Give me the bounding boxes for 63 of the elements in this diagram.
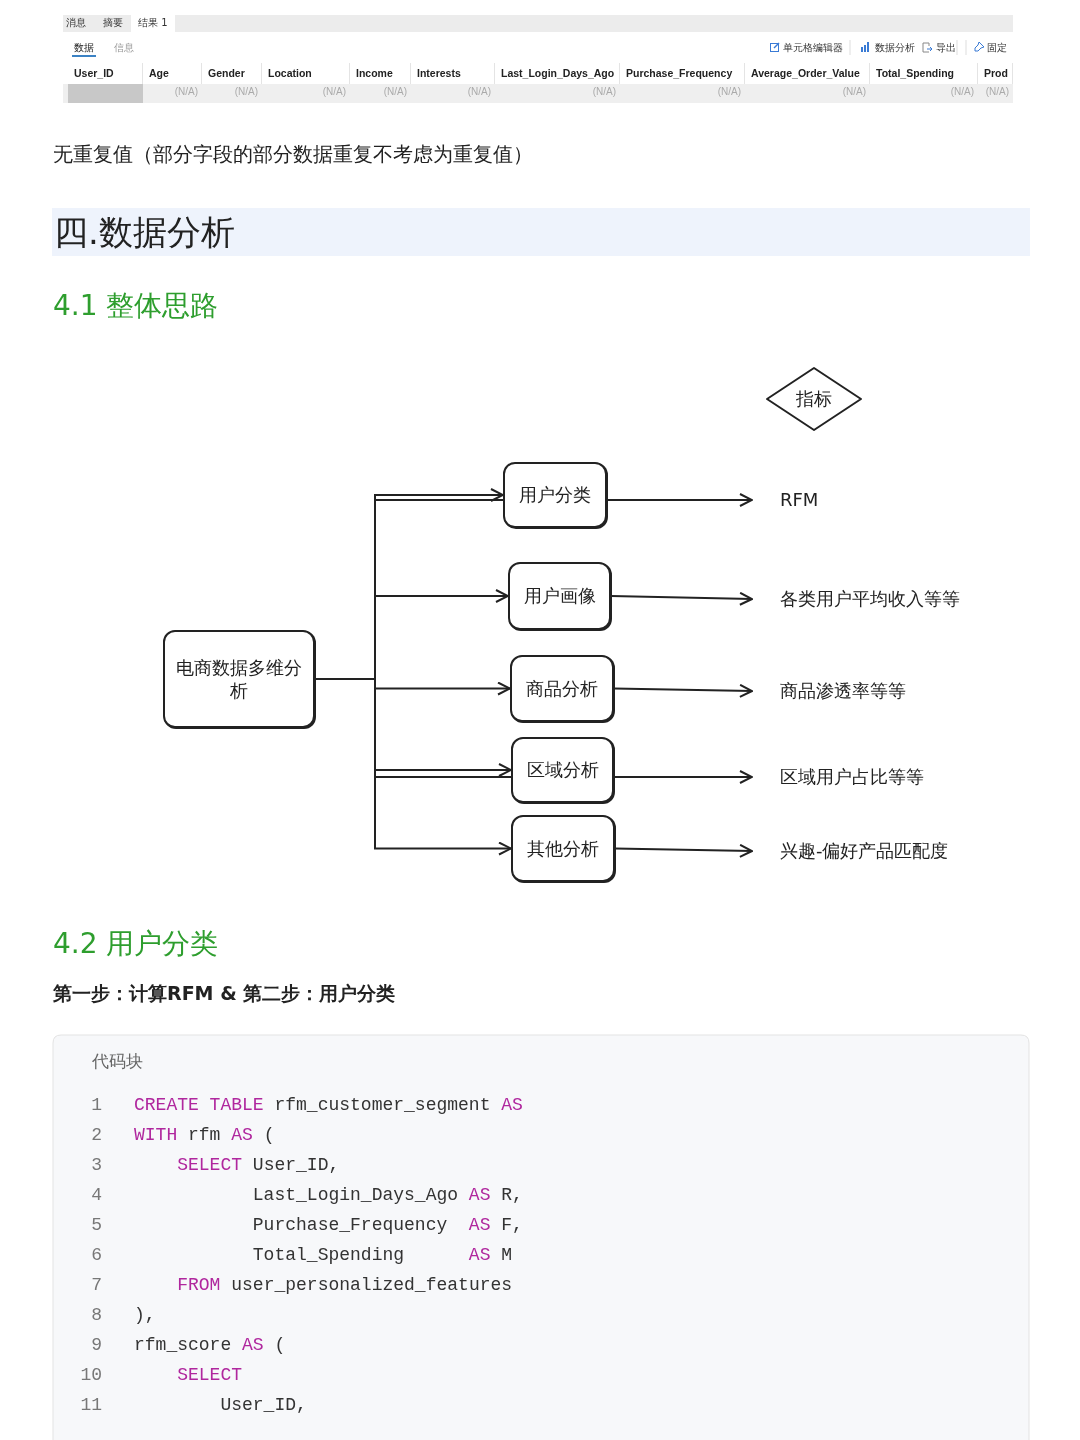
toolbar-label: 固定	[987, 42, 1007, 54]
arrow	[314, 678, 512, 856]
line-number: 2	[90, 1124, 102, 1146]
result-text: 兴趣-偏好产品匹配度	[752, 837, 992, 865]
process-box: 用户分类	[503, 462, 607, 528]
section-heading: 四.数据分析	[54, 212, 235, 253]
cell-value: (N/A)	[382, 86, 408, 98]
toolbar-label: 数据分析	[875, 42, 915, 54]
tab-label: 数据	[74, 42, 94, 54]
cell-value: (N/A)	[233, 86, 259, 98]
cell-value: (N/A)	[321, 86, 347, 98]
line-number: 4	[90, 1184, 102, 1206]
diamond-shape: 指标	[765, 366, 863, 432]
cell-value: (N/A)	[716, 86, 742, 98]
cell-value: (N/A)	[173, 86, 199, 98]
toolbar-label: 导出	[936, 42, 956, 54]
result-text: 各类用户平均收入等等	[752, 585, 992, 613]
line-number: 6	[90, 1244, 102, 1266]
code-line: User_ID,	[219, 1394, 307, 1416]
code-line: Purchase_Frequency AS F,	[251, 1214, 523, 1236]
line-number: 7	[90, 1274, 102, 1296]
line-number: 11	[79, 1394, 102, 1416]
result-text: 商品渗透率等等	[752, 677, 942, 705]
code-line: rfm_score AS (	[134, 1334, 286, 1356]
line-number: 9	[90, 1334, 102, 1356]
body-text: 无重复值（部分字段的部分数据重复不考虑为重复值）	[53, 142, 533, 166]
tab-label: 摘要	[103, 17, 123, 29]
tab-label: 消息	[66, 17, 86, 29]
code-line: Total_Spending AS M	[251, 1244, 513, 1266]
cell-value: (N/A)	[591, 86, 617, 98]
cell-value: (N/A)	[949, 86, 975, 98]
arrow	[613, 683, 753, 698]
subsection-heading: 4.1 整体思路	[53, 289, 219, 323]
toolbar-label: 单元格编辑器	[783, 42, 843, 54]
step-heading: 第一步：计算RFM & 第二步：用户分类	[53, 982, 396, 1005]
line-number: 1	[90, 1094, 102, 1116]
cell-value: (N/A)	[984, 86, 1010, 98]
result-text: RFM	[752, 486, 862, 514]
code-line: WITH rfm AS (	[134, 1124, 275, 1146]
process-box: 商品分析	[510, 655, 614, 722]
process-box: 其他分析	[511, 815, 615, 882]
tab-label: 结果 1	[138, 17, 168, 29]
code-line: CREATE TABLE rfm_customer_segment AS	[134, 1094, 523, 1116]
line-number: 10	[79, 1364, 102, 1386]
line-number: 8	[90, 1304, 102, 1326]
code-line: SELECT	[176, 1364, 243, 1386]
subsection-heading: 4.2 用户分类	[53, 927, 219, 961]
arrow	[610, 591, 753, 606]
line-number: 5	[90, 1214, 102, 1236]
cell-value: (N/A)	[466, 86, 492, 98]
tab-label: 信息	[114, 42, 134, 54]
process-box: 电商数据多维分析	[163, 630, 315, 728]
code-block-title: 代码块	[92, 1051, 143, 1072]
cell-value: (N/A)	[841, 86, 867, 98]
line-number: 3	[90, 1154, 102, 1176]
process-box: 区域分析	[511, 737, 614, 803]
code-line: Last_Login_Days_Ago AS R,	[251, 1184, 523, 1206]
code-line: FROM user_personalized_features	[176, 1274, 513, 1296]
code-line: ),	[134, 1304, 156, 1326]
arrow	[614, 843, 753, 858]
code-line: SELECT User_ID,	[176, 1154, 340, 1176]
result-text: 区域用户占比等等	[752, 763, 962, 791]
process-box: 用户画像	[508, 562, 611, 630]
